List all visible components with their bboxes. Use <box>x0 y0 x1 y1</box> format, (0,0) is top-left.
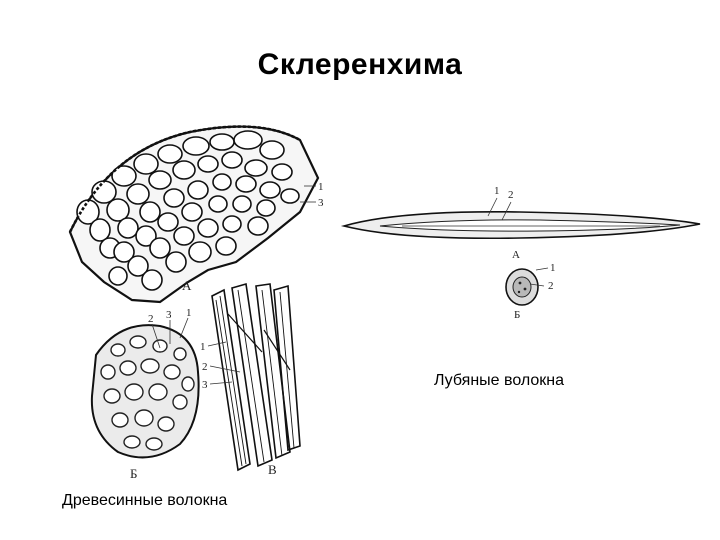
label-b: Б <box>130 466 137 481</box>
tissue-cell <box>198 219 218 237</box>
tissue-cell <box>173 161 195 179</box>
tissue-cell <box>182 203 202 221</box>
fiber-cell <box>101 365 115 379</box>
bast-fiber-mark-1: 1 <box>494 185 500 197</box>
tissue-cell <box>112 166 136 186</box>
tissue-cell <box>109 267 127 285</box>
fiber-cell <box>164 365 180 379</box>
tissue-cell <box>198 156 218 172</box>
fiber-cell <box>173 395 187 409</box>
label-v: В <box>268 462 277 477</box>
bast-cross-mark-1: 1 <box>550 262 556 274</box>
tissue-cell <box>233 196 251 212</box>
tissue-cell <box>210 134 234 150</box>
label-a-mark-1: 1 <box>318 181 324 193</box>
tissue-cell <box>149 171 171 189</box>
tissue-cell <box>134 154 158 174</box>
wood-fiber-cross-section-a <box>70 127 318 302</box>
label-a-mark-3: 3 <box>318 197 324 209</box>
fiber-cell <box>111 344 125 356</box>
fiber-cell <box>125 384 143 400</box>
wood-fiber-cross-section-b <box>92 325 199 457</box>
label-v-mark-3: 3 <box>202 379 208 391</box>
tissue-cell <box>236 176 256 192</box>
fiber-cell <box>146 438 162 450</box>
label-v-mark-2: 2 <box>202 361 208 373</box>
tissue-cell <box>158 213 178 231</box>
fiber-cell <box>135 410 153 426</box>
tissue-cell <box>281 189 299 203</box>
tissue-cell <box>150 238 170 258</box>
bast-fibers-caption: Лубяные волокна <box>434 372 564 390</box>
tissue-cell <box>260 141 284 159</box>
label-b-mark-1: 1 <box>186 307 192 319</box>
tissue-cell <box>188 181 208 199</box>
tissue-cell <box>245 160 267 176</box>
label-b-mark-3: 3 <box>166 309 172 321</box>
bast-label-a: А <box>512 249 520 261</box>
fiber-cell <box>120 361 136 375</box>
label-v-mark-1: 1 <box>200 341 206 353</box>
bast-fiber-mark-2: 2 <box>508 189 514 201</box>
fiber-cell <box>104 389 120 403</box>
bast-fiber-longitudinal <box>344 212 700 238</box>
fiber-cell <box>158 417 174 431</box>
label-a: А <box>182 278 192 293</box>
tissue-cell <box>118 218 138 238</box>
bast-fiber-cross-section <box>506 269 538 305</box>
tissue-cell <box>158 145 182 163</box>
fiber-cell <box>130 336 146 348</box>
tissue-cell <box>257 200 275 216</box>
fiber-cell <box>112 413 128 427</box>
fiber-cell <box>141 359 159 373</box>
tissue-cell <box>272 164 292 180</box>
tissue-cell <box>164 189 184 207</box>
tissue-cell <box>222 152 242 168</box>
fiber-cell <box>182 377 194 391</box>
tissue-cell <box>223 216 241 232</box>
tissue-cell <box>260 182 280 198</box>
tissue-cell <box>234 131 262 149</box>
fiber-cell <box>124 436 140 448</box>
tissue-cell <box>248 217 268 235</box>
bast-label-b: Б <box>514 309 520 321</box>
fiber-cell <box>149 384 167 400</box>
tissue-cell <box>166 252 186 272</box>
bast-cross-mark-2: 2 <box>548 280 554 292</box>
tissue-cell <box>209 196 227 212</box>
wood-fibers-caption: Древесинные волокна <box>62 492 227 510</box>
tissue-cell <box>216 237 236 255</box>
tissue-cell <box>213 174 231 190</box>
tissue-cell <box>174 227 194 245</box>
tissue-cell <box>127 184 149 204</box>
wood-fiber-longitudinal-v <box>212 284 300 470</box>
tissue-cell <box>189 242 211 262</box>
tissue-cell <box>183 137 209 155</box>
fiber-cell <box>153 340 167 352</box>
tissue-cell <box>142 270 162 290</box>
fiber-cell <box>174 348 186 360</box>
label-b-mark-2: 2 <box>148 313 154 325</box>
tissue-cell <box>140 202 160 222</box>
